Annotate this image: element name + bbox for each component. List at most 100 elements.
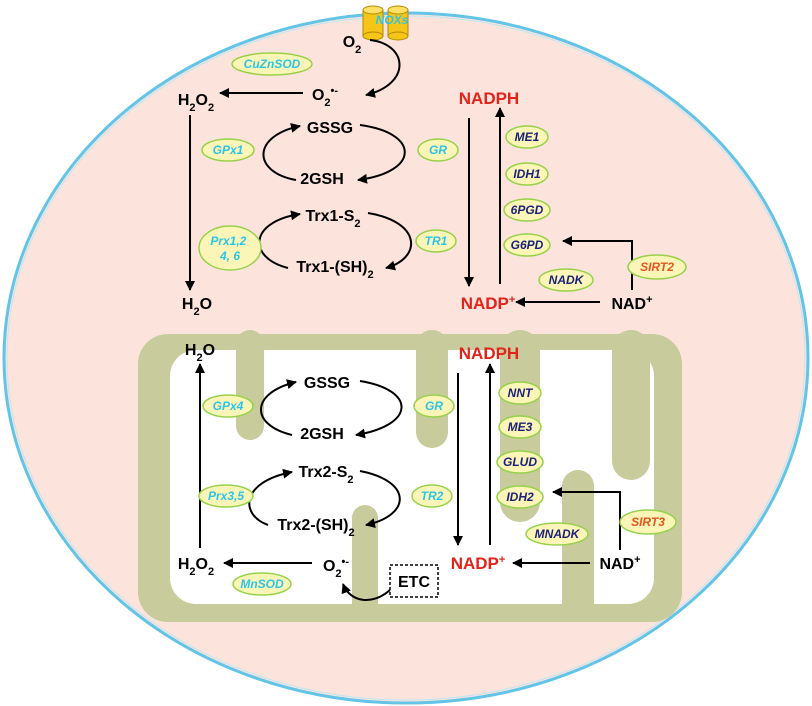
mito-nadp-sup: + (499, 554, 505, 566)
enzyme-nnt-oval (498, 381, 542, 405)
etc-dashed-border (389, 564, 439, 598)
cyto-o2-sub: 2 (355, 44, 361, 56)
enzyme-g6pd: G6PD (503, 233, 551, 257)
enzyme-prx3-5-oval (198, 484, 254, 508)
enzyme-me1-oval (505, 125, 549, 149)
cyto-h2o: H2O (182, 296, 212, 318)
enzyme-mito-gr-oval (413, 394, 455, 418)
enzyme-gpx4: GPx4 (202, 394, 254, 418)
mito-nad-sup: + (634, 554, 640, 566)
cyto-trx1-reduced: Trx1-(SH)2 (296, 259, 373, 281)
enzyme-idh2-label: IDH2 (506, 490, 534, 504)
enzyme-sirt2: SIRT2 (627, 254, 687, 280)
enzyme-me1: ME1 (505, 125, 549, 149)
cyto-nadph: NADPH (459, 89, 519, 108)
enzyme-gpx1: GPx1 (201, 138, 255, 162)
enzyme-nadk-label: NADK (549, 273, 585, 287)
mito-nadp-base: NADP (451, 554, 499, 573)
mito-superoxide: O2•- (323, 556, 349, 580)
enzyme-mnsod-label: MnSOD (240, 577, 284, 591)
crista-6 (562, 470, 594, 620)
enzyme-g6pd-oval (503, 233, 551, 257)
cyto-h2o-o: O (200, 296, 212, 313)
mito-2gsh: 2GSH (300, 426, 344, 443)
mito-h2o-h: H (185, 342, 197, 359)
enzyme-nadk-oval (538, 268, 594, 292)
enzyme-mnsod: MnSOD (232, 572, 292, 596)
enzyme-me3-oval (498, 415, 542, 439)
noxs-cylinder-2-top (387, 5, 409, 15)
enzyme-nnt-label: NNT (508, 386, 534, 400)
enzyme-glud-oval (496, 450, 544, 474)
enzyme-sirt3-oval (619, 509, 677, 535)
enzyme-tr1-oval (415, 229, 457, 253)
enzyme-sirt2-label: SIRT2 (640, 260, 674, 274)
enzyme-cyto-gr-oval (417, 138, 459, 162)
arrow-cyto-gssg-to-2gsh (357, 124, 406, 184)
mito-gssg: GSSG (304, 375, 350, 392)
cyto-nad: NAD+ (611, 294, 652, 313)
enzyme-prx-line-1: Prx1,2 (210, 234, 246, 248)
cyto-trx1-oxidized-sub: 2 (354, 218, 360, 230)
enzyme-cuznsod: CuZnSOD (231, 52, 313, 76)
enzyme-prx3-5: Prx3,5 (198, 484, 254, 508)
arrow-cyto-trx1-oxidized-to-reduced (367, 212, 412, 271)
enzyme-mnsod-oval (232, 572, 292, 596)
enzyme-me3-label: ME3 (508, 420, 533, 434)
cyto-trx1-reduced-sub: 2 (368, 269, 374, 281)
arrow-mito-gssg-to-2gsh (355, 380, 403, 439)
enzyme-idh1-oval (505, 162, 549, 186)
enzyme-nadk: NADK (538, 268, 594, 292)
mito-nadp: NADP+ (451, 554, 506, 573)
enzyme-tr2: TR2 (411, 484, 453, 508)
enzyme-cyto-gr: GR (417, 138, 459, 162)
enzyme-6pgd-label: 6PGD (511, 203, 544, 217)
noxs-label: NOXs (376, 13, 409, 27)
mito-superoxide-sub: 2 (335, 568, 341, 580)
noxs-cylinder-1-top (362, 5, 384, 15)
enzyme-gpx4-oval (202, 394, 254, 418)
mito-superoxide-sup: •- (342, 556, 350, 568)
mito-trx2-reduced-base: Trx2-(SH) (277, 517, 348, 534)
enzyme-prx1-2-4-6-oval (198, 225, 262, 271)
enzyme-idh2: IDH2 (496, 485, 544, 509)
mito-h2o2-sub2: 2 (208, 566, 214, 578)
enzyme-gpx1-oval (201, 138, 255, 162)
enzyme-cuznsod-oval (231, 52, 313, 76)
cyto-o2: O2 (343, 34, 362, 56)
enzyme-mnadk: MNADK (525, 522, 589, 546)
arrow-mito-trx2-oxidized-to-reduced (359, 470, 401, 528)
mito-nad-base: NAD (599, 556, 634, 573)
arrow-mito-nad-to-idh2 (552, 487, 621, 550)
enzyme-mito-gr: GR (413, 394, 455, 418)
enzyme-tr1-label: TR1 (425, 234, 448, 248)
mito-nadph: NADPH (459, 344, 519, 363)
mito-trx2-oxidized-sub: 2 (347, 474, 353, 486)
noxs-channel: NOXs (362, 5, 409, 41)
arrow-mito-2gsh-to-gssg (260, 379, 297, 436)
cyto-trx1-oxidized: Trx1-S2 (305, 208, 360, 230)
enzyme-6pgd: 6PGD (503, 198, 551, 222)
enzyme-nnt: NNT (498, 381, 542, 405)
cyto-superoxide-sup: •- (331, 85, 339, 97)
cyto-nadp: NADP+ (461, 294, 516, 313)
mito-trx2-oxidized: Trx2-S2 (298, 464, 353, 486)
enzyme-idh1: IDH1 (505, 162, 549, 186)
crista-4 (612, 330, 650, 480)
cyto-h2o2-sub1: 2 (189, 102, 195, 114)
cyto-trx1-reduced-base: Trx1-(SH) (296, 259, 367, 276)
enzyme-6pgd-oval (503, 198, 551, 222)
mito-trx2-oxidized-base: Trx2-S (298, 464, 347, 481)
enzyme-mnadk-oval (525, 522, 589, 546)
mito-h2o2-sub1: 2 (189, 566, 195, 578)
enzyme-sirt3: SIRT3 (619, 509, 677, 535)
enzyme-idh2-oval (496, 485, 544, 509)
mito-trx2-reduced: Trx2-(SH)2 (277, 517, 354, 539)
cyto-2gsh: 2GSH (300, 171, 344, 188)
enzyme-cyto-gr-label: GR (429, 143, 447, 157)
mito-h2o-o: O (203, 342, 215, 359)
cyto-nadp-base: NADP (461, 294, 509, 313)
cyto-h2o2-h: H (178, 92, 190, 109)
enzyme-tr2-oval (411, 484, 453, 508)
enzyme-g6pd-label: G6PD (511, 238, 544, 252)
